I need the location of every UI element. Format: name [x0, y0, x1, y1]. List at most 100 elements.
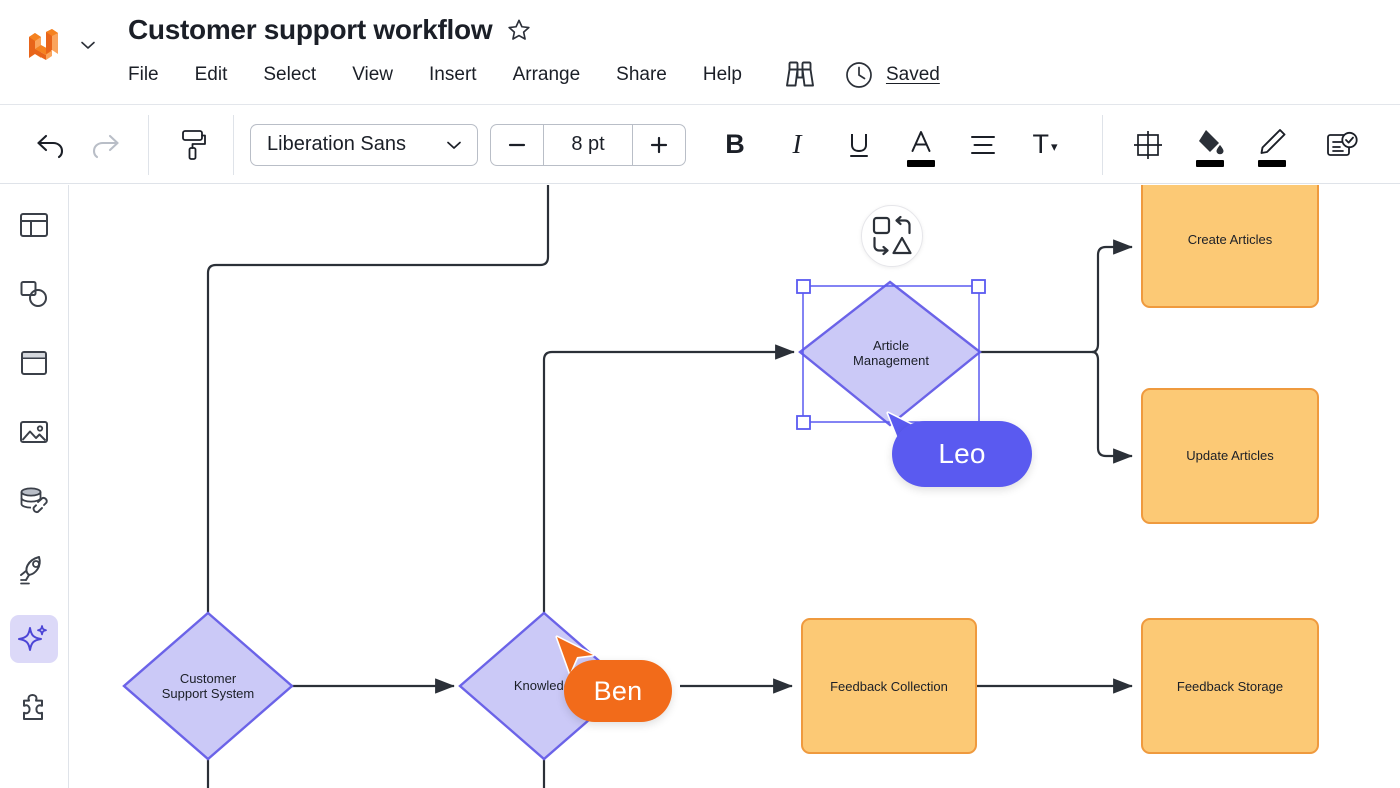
text-color-button[interactable] — [890, 117, 952, 173]
toolbar-divider-2 — [233, 114, 234, 175]
lucid-logo-icon[interactable] — [22, 24, 64, 66]
format-painter-button[interactable] — [165, 119, 221, 171]
sidebar-item-integrations[interactable] — [10, 684, 58, 732]
collaborator-leo-label: Leo — [892, 421, 1032, 487]
document-check-icon — [1327, 131, 1358, 156]
underline-icon — [850, 133, 868, 157]
shape-options-button[interactable] — [1117, 117, 1179, 173]
menu-item-file[interactable]: File — [128, 64, 159, 85]
menu-item-view[interactable]: View — [352, 64, 394, 85]
star-outline-icon[interactable] — [506, 17, 532, 43]
text-color-swatch — [907, 159, 935, 167]
node-update-articles — [1141, 388, 1319, 524]
node-customer-support-system — [122, 611, 294, 761]
sidebar-item-images[interactable] — [10, 408, 58, 456]
connector-article-management-to-create-articles — [1091, 239, 1133, 354]
font-size-value[interactable]: 8 pt — [571, 133, 605, 155]
sidebar-item-containers[interactable] — [10, 339, 58, 387]
redo-arrow-icon — [92, 134, 119, 158]
bold-button[interactable]: B — [704, 117, 766, 173]
menu-item-edit[interactable]: Edit — [194, 64, 228, 85]
diamond-nodes[interactable] — [122, 280, 982, 761]
pencil-line-icon — [1260, 129, 1286, 154]
page-title[interactable]: Customer support workflow — [128, 14, 493, 45]
collab-cursor-ben — [555, 635, 595, 675]
connector-article-management-to-update-articles — [1091, 350, 1133, 464]
triangle-icon — [892, 236, 912, 255]
chevron-down-icon — [447, 141, 461, 149]
menu-item-share[interactable]: Share — [616, 64, 667, 85]
sidebar-item-get-started[interactable] — [10, 546, 58, 594]
left-tool-rail — [0, 185, 69, 788]
font-size-decrease-button[interactable] — [491, 125, 543, 165]
menu-item-arrange[interactable]: Arrange — [512, 64, 581, 85]
node-article-management — [798, 280, 982, 427]
sidebar-item-ai[interactable] — [10, 615, 58, 663]
plus-icon — [650, 136, 668, 153]
selection-handle-top-right — [971, 279, 986, 294]
puzzle-icon — [23, 694, 43, 720]
menu-item-help[interactable]: Help — [702, 64, 742, 85]
menu-bar: File Edit Select View Insert Arrange Sha… — [128, 58, 940, 92]
image-icon — [20, 421, 48, 443]
document-title-row: Customer support workflow — [128, 14, 532, 46]
text-align-button[interactable] — [952, 117, 1014, 173]
save-status-label[interactable]: Saved — [885, 64, 940, 85]
notes-button[interactable] — [1311, 117, 1373, 173]
menu-item-select[interactable]: Select — [263, 64, 317, 85]
text-options-button[interactable]: T ▾ — [1014, 117, 1076, 173]
stepper-divider-left — [543, 124, 544, 165]
line-color-button[interactable] — [1241, 117, 1303, 173]
chevron-down-icon[interactable] — [78, 35, 98, 55]
binoculars-button[interactable] — [778, 58, 822, 92]
shape-suggestion-popover[interactable] — [861, 205, 923, 267]
clock-icon — [846, 62, 872, 88]
arrow-up-left-icon — [895, 215, 911, 235]
collaborator-leo[interactable]: Leo — [892, 421, 1032, 487]
toolbar-divider-1 — [148, 114, 149, 175]
binoculars-icon — [786, 61, 814, 87]
underline-button[interactable] — [828, 117, 890, 173]
selection-handle-bottom-left — [796, 415, 811, 430]
text-color-a-icon — [911, 130, 931, 152]
collaborator-ben[interactable]: Ben — [564, 660, 672, 722]
collaborator-ben-label: Ben — [564, 660, 672, 722]
formatting-toolbar: Liberation Sans 8 pt B — [0, 106, 1400, 184]
font-size-increase-button[interactable] — [633, 125, 685, 165]
app-header: Customer support workflow File Edit Sele… — [0, 0, 1400, 105]
shape-crosshair-icon — [1134, 130, 1162, 159]
font-family-select[interactable]: Liberation Sans — [250, 123, 478, 166]
fill-color-button[interactable] — [1179, 117, 1241, 173]
italic-label: I — [792, 129, 802, 159]
logo-group[interactable] — [22, 24, 98, 66]
connector-knowledge-to-article-management — [542, 344, 795, 628]
box-nodes[interactable] — [801, 185, 1319, 754]
connector-layer — [206, 185, 1133, 788]
bold-label: B — [725, 129, 745, 159]
menu-item-insert[interactable]: Insert — [429, 64, 477, 85]
container-icon — [21, 351, 47, 375]
paint-bucket-icon — [1199, 130, 1224, 155]
toolbar-divider-3 — [1102, 114, 1103, 175]
diagram-canvas[interactable]: Customer Support System Knowledge Articl… — [70, 185, 1400, 788]
fill-color-swatch — [1196, 159, 1224, 167]
italic-button[interactable]: I — [766, 117, 828, 173]
font-family-value: Liberation Sans — [267, 133, 406, 155]
font-size-stepper[interactable]: 8 pt — [490, 123, 686, 166]
redo-button[interactable] — [78, 119, 134, 171]
selection-handle-top-left — [796, 279, 811, 294]
sidebar-item-shapes[interactable] — [10, 270, 58, 318]
save-status-group[interactable]: Saved — [844, 60, 940, 90]
minus-icon — [508, 143, 526, 146]
text-align-icon — [971, 135, 995, 154]
shape-popover-glyphs — [872, 215, 912, 256]
line-color-swatch — [1258, 159, 1286, 167]
text-options-caret: ▾ — [1050, 138, 1058, 154]
sidebar-item-templates[interactable] — [10, 201, 58, 249]
undo-button[interactable] — [22, 119, 78, 171]
sidebar-item-data[interactable] — [10, 477, 58, 525]
connector-top-to-customer-support — [206, 185, 550, 628]
arrow-down-right-icon — [873, 236, 889, 256]
undo-arrow-icon — [37, 134, 64, 158]
